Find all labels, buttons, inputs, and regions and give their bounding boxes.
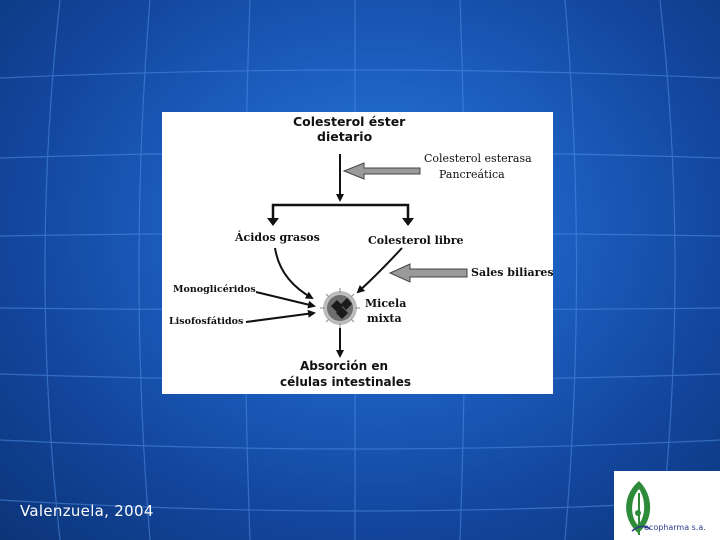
- enzyme-line1: Colesterol esterasa: [424, 153, 532, 165]
- logo-text: ecopharma s.a.: [644, 523, 706, 532]
- enzyme-arrow: [344, 163, 420, 179]
- citation-text: Valenzuela, 2004: [20, 502, 154, 520]
- result-line2: células intestinales: [280, 376, 411, 389]
- title-line2: dietario: [317, 130, 372, 144]
- arrow-lysophospholipids: [246, 313, 314, 322]
- title-line1: Colesterol éster: [293, 115, 405, 129]
- company-logo: ecopharma s.a.: [614, 471, 720, 540]
- free-cholesterol-label: Colesterol libre: [368, 235, 464, 247]
- digestion-diagram: Colesterol éster dietario Colesterol est…: [162, 112, 553, 394]
- arrow-fatty-acids: [275, 248, 312, 298]
- monoglycerides-label: Monoglicéridos: [173, 285, 256, 295]
- micelle-icon: [320, 288, 360, 328]
- split-bracket: [273, 205, 408, 220]
- result-line1: Absorción en: [300, 360, 388, 373]
- micelle-line2: mixta: [367, 313, 402, 325]
- bile-salts-arrow: [390, 264, 467, 282]
- bile-salts-label: Sales biliares: [471, 267, 554, 279]
- micelle-line1: Micela: [365, 298, 406, 310]
- enzyme-line2: Pancreática: [439, 169, 505, 181]
- lysophospholipids-label: Lisofosfátidos: [169, 317, 243, 327]
- arrow-free-cholesterol: [358, 248, 402, 292]
- fatty-acids-label: Ácidos grasos: [235, 232, 320, 244]
